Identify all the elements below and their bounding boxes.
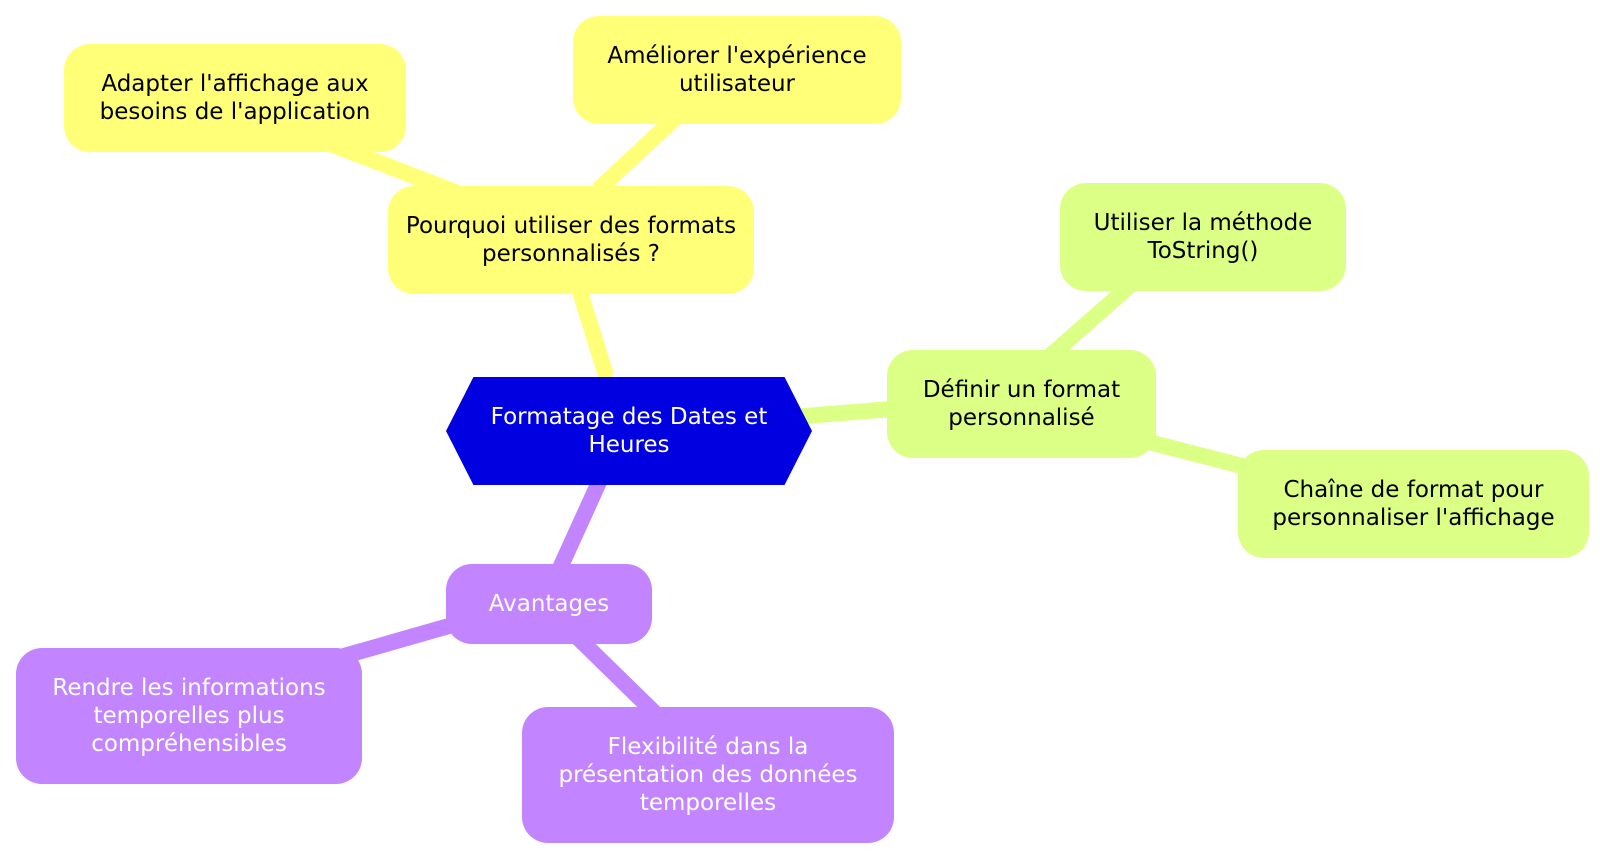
- why-node[interactable]: Pourquoi utiliser des formats personnali…: [388, 186, 754, 294]
- edge-advantages-flexibilite: [562, 622, 668, 726]
- flexibilite-node[interactable]: Flexibilité dans la présentation des don…: [522, 707, 894, 843]
- rendre-node[interactable]: Rendre les informations temporelles plus…: [16, 648, 362, 784]
- adapter-node[interactable]: Adapter l'affichage aux besoins de l'app…: [64, 44, 406, 152]
- chaine-node-label: Chaîne de format pour personnaliser l'af…: [1272, 477, 1555, 531]
- chaine-node[interactable]: Chaîne de format pour personnaliser l'af…: [1238, 450, 1589, 558]
- flexibilite-node-label: Flexibilité dans la présentation des don…: [558, 734, 858, 816]
- ameliorer-node[interactable]: Améliorer l'expérience utilisateur: [573, 16, 901, 124]
- adapter-node-label: Adapter l'affichage aux besoins de l'app…: [99, 71, 371, 125]
- define-node[interactable]: Définir un format personnalisé: [887, 350, 1156, 458]
- tostring-node[interactable]: Utiliser la méthode ToString(): [1060, 183, 1346, 291]
- root-node-label: Formatage des Dates et Heures: [490, 404, 768, 458]
- define-node-label: Définir un format personnalisé: [922, 377, 1121, 431]
- why-node-label: Pourquoi utiliser des formats personnali…: [405, 213, 737, 267]
- ameliorer-node-label: Améliorer l'expérience utilisateur: [607, 43, 867, 97]
- advantages-node[interactable]: Avantages: [446, 564, 652, 644]
- tostring-node-label: Utiliser la méthode ToString(): [1093, 210, 1313, 264]
- advantages-node-label: Avantages: [488, 591, 610, 617]
- rendre-node-label: Rendre les informations temporelles plus…: [52, 675, 326, 757]
- root-node[interactable]: Formatage des Dates et Heures: [446, 377, 812, 485]
